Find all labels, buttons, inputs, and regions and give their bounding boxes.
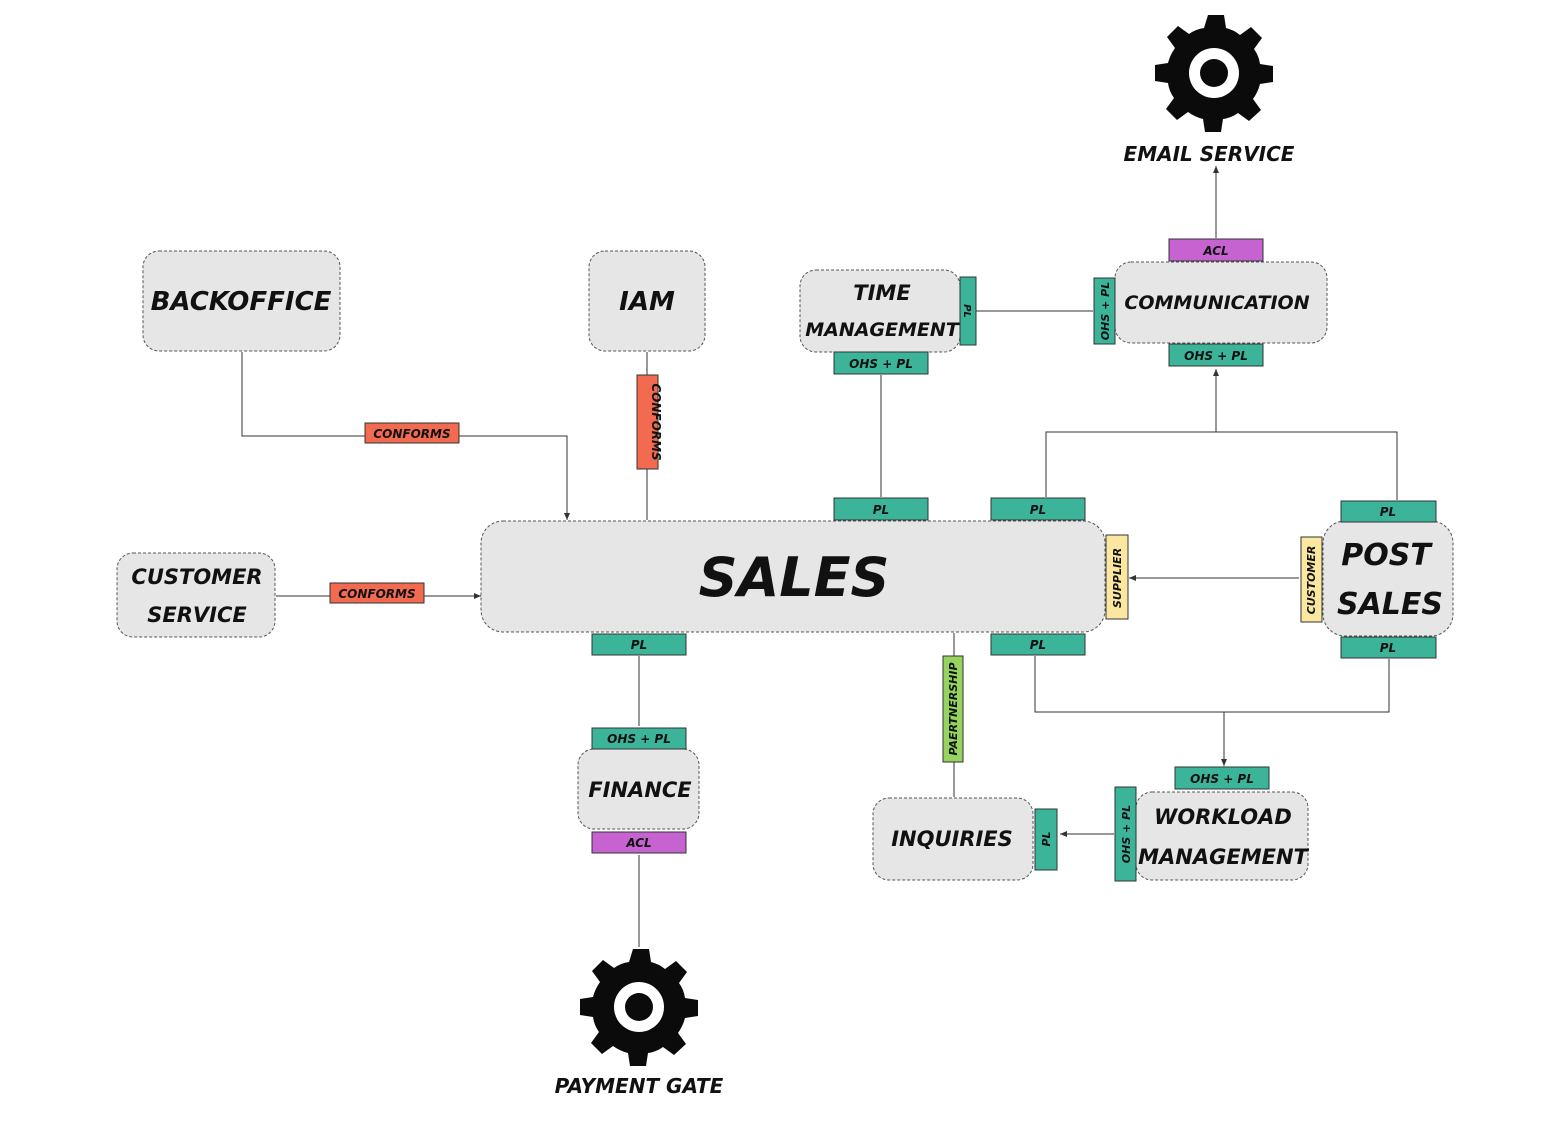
tag-pl-post-sales-top: PL — [1340, 500, 1437, 523]
context-communication[interactable]: COMMUNICATION — [1114, 261, 1328, 344]
svg-text:PL: PL — [961, 304, 972, 318]
tag-partnership: PAERTNERSHIP — [942, 655, 964, 763]
payment-gate[interactable]: PAYMENT GATE — [555, 949, 724, 1098]
tag-pl-sales-communication: PL — [990, 497, 1086, 521]
context-sales[interactable]: SALES — [480, 520, 1106, 633]
context-label-line-2: SERVICE — [147, 603, 247, 627]
context-label: IAM — [619, 287, 675, 317]
tag-conforms-backoffice: CONFORMS — [364, 422, 460, 444]
email-service-label: EMAIL SERVICE — [1124, 142, 1295, 166]
tag-ohs-pl-workload-side: OHS + PL — [1114, 786, 1137, 882]
svg-text:OHS + PL: OHS + PL — [1099, 282, 1112, 340]
svg-text:PL: PL — [1380, 505, 1396, 519]
tag-pl-sales-workload: PL — [990, 633, 1086, 656]
svg-text:OHS + PL: OHS + PL — [1184, 349, 1248, 363]
svg-text:PL: PL — [1030, 503, 1046, 517]
edge-sales-workload — [1034, 656, 1390, 713]
edge-sales-communication-a — [1045, 369, 1219, 497]
context-label-line-1: TIME — [853, 281, 911, 305]
tag-ohs-pl-time-management: OHS + PL — [833, 351, 929, 375]
context-label-line-1: POST — [1341, 538, 1433, 573]
svg-text:SUPPLIER: SUPPLIER — [1111, 548, 1124, 608]
tag-ohs-pl-finance: OHS + PL — [591, 727, 687, 750]
svg-text:PL: PL — [1380, 641, 1396, 655]
svg-text:PL: PL — [1030, 638, 1046, 652]
context-inquiries[interactable]: INQUIRIES — [872, 797, 1034, 881]
svg-text:ACL: ACL — [1202, 244, 1228, 258]
edge-postsales-communication — [1216, 431, 1398, 500]
svg-text:CONFORMS: CONFORMS — [649, 383, 663, 460]
context-time-management[interactable]: TIME MANAGEMENT — [799, 269, 961, 353]
tag-acl-communication: ACL — [1168, 238, 1264, 262]
tag-pl-time-management-side: PL — [959, 276, 977, 346]
context-label: FINANCE — [588, 778, 692, 802]
svg-text:PL: PL — [873, 503, 889, 517]
context-finance[interactable]: FINANCE — [577, 748, 700, 830]
tag-pl-sales-finance: PL — [591, 633, 687, 656]
svg-text:PL: PL — [631, 638, 647, 652]
tag-customer: CUSTOMER — [1300, 536, 1323, 623]
context-workload-management[interactable]: WORKLOAD MANAGEMENT — [1135, 791, 1310, 881]
svg-text:OHS + PL: OHS + PL — [1120, 805, 1133, 863]
context-post-sales[interactable]: POST SALES — [1322, 520, 1454, 637]
svg-text:CONFORMS: CONFORMS — [338, 587, 415, 601]
context-label: BACKOFFICE — [151, 287, 332, 317]
svg-text:ACL: ACL — [625, 836, 651, 850]
context-customer-service[interactable]: CUSTOMER SERVICE — [116, 552, 276, 638]
tag-conforms-iam: CONFORMS — [636, 374, 663, 470]
svg-text:PAERTNERSHIP: PAERTNERSHIP — [947, 662, 960, 755]
context-label-line-2: SALES — [1337, 587, 1443, 622]
context-label: SALES — [699, 546, 890, 609]
svg-text:OHS + PL: OHS + PL — [1190, 772, 1254, 786]
tag-pl-sales-time: PL — [833, 497, 929, 521]
svg-text:OHS + PL: OHS + PL — [849, 357, 913, 371]
gear-icon — [580, 949, 698, 1066]
svg-text:OHS + PL: OHS + PL — [607, 732, 671, 746]
tag-acl-finance: ACL — [591, 831, 687, 854]
context-label: INQUIRIES — [891, 827, 1013, 851]
context-label-line-2: MANAGEMENT — [805, 319, 961, 341]
svg-text:PL: PL — [1040, 831, 1053, 846]
tag-ohs-pl-communication-bottom: OHS + PL — [1168, 343, 1264, 367]
tag-conforms-customer-service: CONFORMS — [329, 582, 425, 604]
tag-ohs-pl-workload-top: OHS + PL — [1174, 766, 1270, 790]
context-label-line-2: MANAGEMENT — [1138, 845, 1309, 869]
tag-pl-post-sales-bottom: PL — [1340, 636, 1437, 659]
svg-text:CONFORMS: CONFORMS — [373, 427, 450, 441]
payment-gate-label: PAYMENT GATE — [555, 1074, 724, 1098]
context-label-line-1: CUSTOMER — [131, 565, 262, 589]
tag-ohs-pl-communication-side: OHS + PL — [1093, 277, 1116, 345]
svg-text:CUSTOMER: CUSTOMER — [1305, 546, 1318, 615]
context-label-line-1: WORKLOAD — [1154, 805, 1292, 829]
email-service[interactable]: EMAIL SERVICE — [1124, 15, 1295, 166]
gear-icon — [1155, 15, 1273, 132]
tag-supplier: SUPPLIER — [1105, 534, 1129, 620]
context-iam[interactable]: IAM — [588, 250, 706, 352]
tag-pl-inquiries: PL — [1034, 808, 1058, 871]
context-backoffice[interactable]: BACKOFFICE — [142, 250, 341, 352]
context-label: COMMUNICATION — [1124, 292, 1309, 314]
